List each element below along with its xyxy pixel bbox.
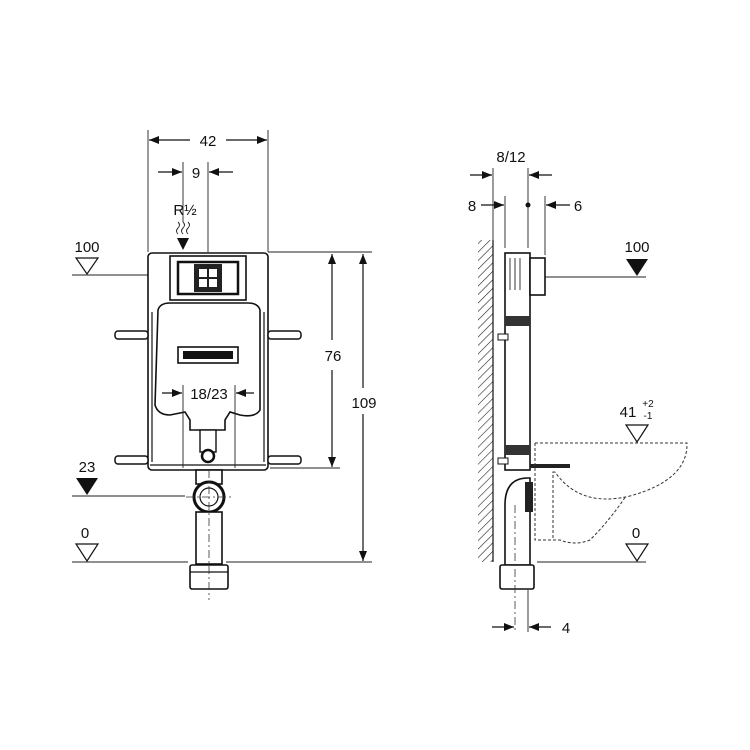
svg-text:9: 9 bbox=[192, 165, 200, 182]
inlet-thread-label: R½ bbox=[173, 202, 197, 219]
toilet-bowl-outline bbox=[534, 442, 688, 544]
dimension-9: 9 bbox=[158, 165, 233, 182]
svg-text:42: 42 bbox=[200, 133, 217, 150]
wall-hatch bbox=[478, 240, 493, 562]
level-marker-0: 0 bbox=[72, 525, 372, 563]
dimension-4: 4 bbox=[492, 620, 570, 637]
svg-text:76: 76 bbox=[325, 348, 342, 365]
level-marker-0-side: 0 bbox=[537, 525, 650, 563]
dimension-109: 109 bbox=[351, 254, 377, 561]
svg-text:-1: -1 bbox=[644, 411, 653, 422]
svg-text:100: 100 bbox=[624, 239, 649, 256]
svg-text:4: 4 bbox=[562, 620, 570, 637]
mounting-brackets bbox=[114, 330, 302, 465]
drain-pipe bbox=[186, 469, 232, 600]
dimension-8: 8 bbox=[468, 198, 531, 215]
dimension-6: 6 bbox=[546, 198, 582, 215]
dimension-42: 42 bbox=[149, 133, 267, 150]
cistern-frame bbox=[147, 252, 269, 471]
svg-text:0: 0 bbox=[632, 525, 640, 542]
cistern-side bbox=[497, 252, 570, 632]
svg-text:18/23: 18/23 bbox=[190, 386, 228, 403]
svg-text:100: 100 bbox=[74, 239, 99, 256]
svg-text:8: 8 bbox=[468, 198, 476, 215]
svg-text:0: 0 bbox=[81, 525, 89, 542]
svg-text:109: 109 bbox=[351, 395, 376, 412]
dimension-18-23: 18/23 bbox=[162, 385, 254, 468]
dimension-8-12: 8/12 bbox=[470, 149, 552, 179]
svg-text:+2: +2 bbox=[642, 399, 654, 410]
side-view: 8/12 8 6 bbox=[468, 149, 688, 637]
svg-text:6: 6 bbox=[574, 198, 582, 215]
level-marker-100: 100 bbox=[72, 239, 150, 276]
svg-text:41: 41 bbox=[620, 404, 637, 421]
level-marker-23: 23 bbox=[72, 459, 185, 497]
water-inlet-icon bbox=[176, 221, 190, 250]
level-marker-41: 41 +2 -1 bbox=[620, 399, 654, 444]
front-view: 42 9 R½ 100 23 0 bbox=[72, 130, 377, 600]
dimension-76: 76 bbox=[325, 254, 342, 467]
svg-text:8/12: 8/12 bbox=[496, 149, 525, 166]
svg-text:23: 23 bbox=[79, 459, 96, 476]
level-marker-100-side: 100 bbox=[545, 239, 650, 278]
